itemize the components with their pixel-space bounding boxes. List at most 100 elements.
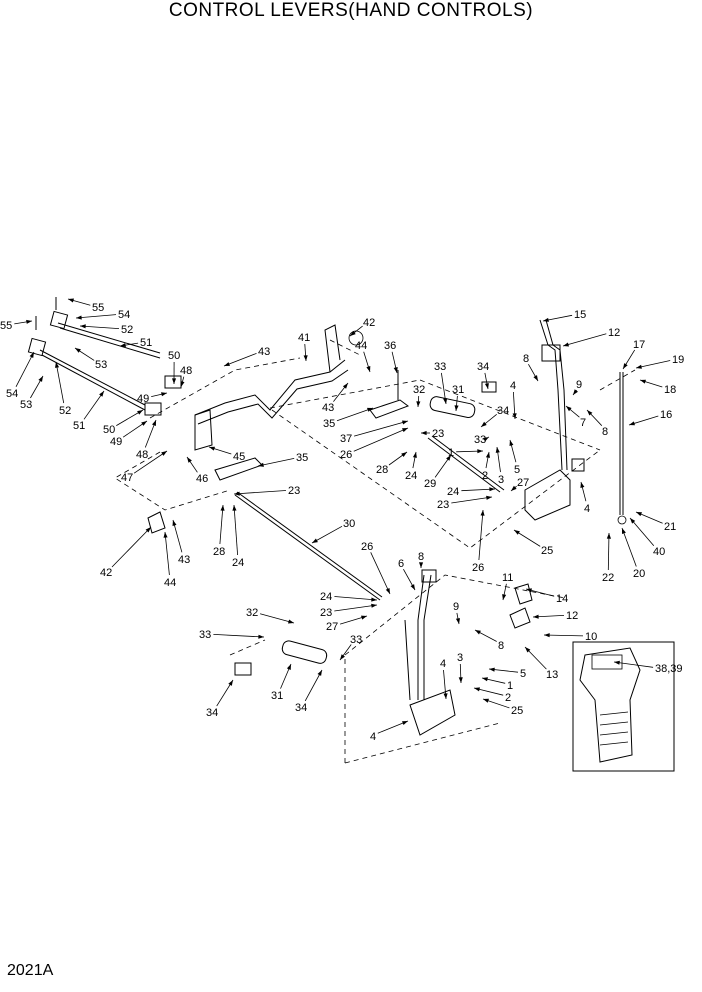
callout-3: 3 (495, 446, 504, 486)
callout-label: 52 (121, 324, 133, 336)
callout-label: 26 (340, 449, 352, 461)
callout-29: 29 (424, 454, 452, 490)
callout-46: 46 (186, 456, 208, 485)
callout-23: 23 (233, 485, 300, 497)
arrowhead (640, 379, 646, 384)
callout-50: 50 (103, 409, 144, 436)
leader-line (635, 360, 671, 369)
leader-line (257, 458, 295, 467)
leader-line (219, 504, 224, 545)
arrowhead (544, 633, 550, 638)
arrowhead (99, 391, 104, 397)
arrowhead (477, 449, 483, 454)
callout-label: 34 (206, 707, 218, 719)
leader-line (164, 531, 170, 576)
callout-label: 25 (511, 705, 523, 717)
arrowhead (286, 664, 291, 670)
callout-label: 9 (453, 601, 459, 613)
arrowhead (55, 362, 60, 368)
callout-label: 53 (95, 359, 107, 371)
callout-9: 9 (453, 601, 460, 625)
main-shaft-41 (194, 324, 364, 451)
callout-label: 43 (322, 402, 334, 414)
callout-label: 50 (103, 424, 115, 436)
callout-43: 43 (322, 382, 349, 414)
arrowhead (533, 375, 538, 381)
callout-label: 24 (232, 557, 244, 569)
callout-label: 38,39 (655, 663, 683, 675)
arrowhead (258, 462, 264, 467)
arrowhead (161, 392, 167, 397)
arrowhead (511, 485, 517, 491)
arrowhead (419, 562, 424, 568)
callout-label: 25 (541, 545, 553, 557)
callout-34: 34 (206, 679, 234, 719)
callout-label: 24 (405, 470, 417, 482)
callout-7: 7 (565, 405, 586, 429)
callout-label: 26 (361, 541, 373, 553)
arrowhead (614, 660, 620, 665)
callout-50: 50 (168, 350, 180, 385)
arrowhead (489, 487, 495, 492)
arrowhead (502, 594, 507, 600)
knob-lower (509, 583, 533, 629)
callout-label: 4 (440, 658, 446, 670)
callout-28: 28 (376, 451, 408, 476)
arrowhead (350, 330, 356, 336)
leader-line (621, 527, 637, 567)
callout-label: 5 (520, 668, 526, 680)
leader-line (223, 353, 257, 367)
leader-line (370, 552, 391, 595)
callout-label: 23 (288, 485, 300, 497)
callout-27: 27 (510, 477, 529, 492)
callout-label: 24 (447, 486, 459, 498)
callout-label: 35 (323, 418, 335, 430)
callout-label: 2 (482, 470, 488, 482)
arrowhead (224, 362, 230, 366)
arrowhead (622, 528, 626, 534)
leader-line (233, 490, 287, 495)
callout-label: 21 (664, 521, 676, 533)
callout-label: 35 (296, 452, 308, 464)
arrowhead (525, 647, 531, 653)
callout-label: 8 (498, 640, 504, 652)
callout-label: 22 (602, 572, 614, 584)
arrowhead (481, 421, 487, 427)
callout-label: 43 (258, 346, 270, 358)
callout-label: 24 (320, 591, 332, 603)
leader-line (213, 634, 265, 638)
callout-label: 5 (514, 464, 520, 476)
cylinder-31-upper (429, 381, 497, 419)
arrowhead (606, 533, 611, 539)
callout-label: 33 (474, 434, 486, 446)
callout-23: 23 (421, 428, 444, 440)
callout-24: 24 (320, 591, 378, 603)
callout-label: 54 (6, 388, 18, 400)
callout-49: 49 (110, 420, 148, 448)
callout-25: 25 (482, 698, 523, 717)
callout-label: 36 (384, 340, 396, 352)
callout-label: 3 (498, 474, 504, 486)
cylinder-31-lower (234, 640, 328, 676)
callout-3: 3 (457, 652, 463, 684)
arrowhead (161, 451, 167, 456)
callout-20: 20 (621, 527, 645, 580)
callout-label: 19 (672, 354, 684, 366)
callout-45: 45 (208, 446, 245, 463)
cable-16 (617, 372, 627, 525)
callout-38-39: 38,39 (613, 660, 683, 675)
leader-line (562, 333, 607, 347)
callout-27: 27 (326, 615, 368, 633)
arrowhead (480, 510, 485, 516)
callout-label: 49 (110, 436, 122, 448)
arrowhead (342, 383, 348, 389)
arrowhead (366, 366, 371, 372)
arrowhead (443, 693, 448, 699)
callout-35: 35 (323, 407, 374, 430)
callout-6: 6 (398, 558, 416, 591)
rod-30 (234, 491, 383, 601)
callout-37: 37 (340, 420, 409, 445)
leader-line (75, 314, 117, 319)
page-title: CONTROL LEVERS(HAND CONTROLS) (168, 0, 534, 21)
arrowhead (137, 410, 143, 415)
